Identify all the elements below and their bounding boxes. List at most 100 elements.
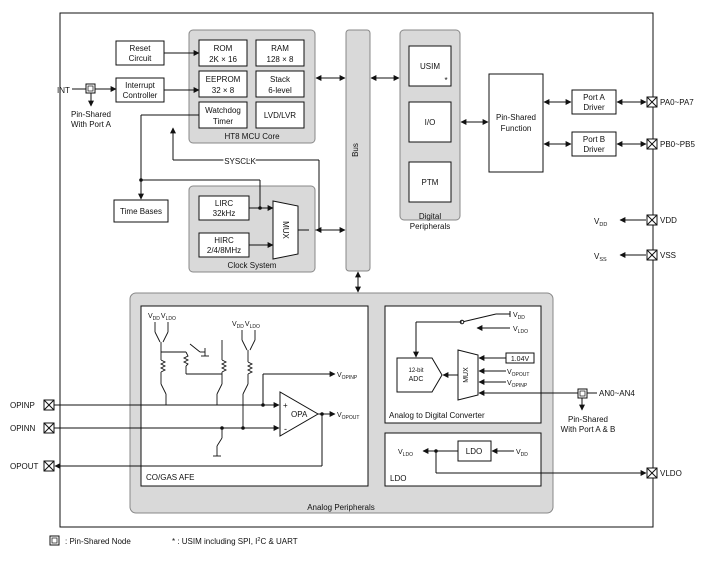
- usim-asterisk: *: [444, 76, 447, 85]
- vdd-supply-label: VDD: [594, 217, 607, 228]
- v-opinp-label: VOPINP: [337, 372, 358, 381]
- int-shared-label-2: With Port A: [71, 120, 112, 129]
- port-b-label-2: Driver: [583, 145, 605, 154]
- adc-mux: [457, 349, 479, 401]
- int-pin-label: INT: [57, 86, 70, 95]
- clock-system-title: Clock System: [228, 261, 277, 270]
- pin-vdd: [646, 214, 658, 226]
- adc-title: Analog to Digital Converter: [389, 411, 485, 420]
- lvd-label: LVD/LVR: [264, 111, 296, 120]
- pin-vss: [646, 249, 658, 261]
- clock-mux: [272, 200, 299, 260]
- hirc-label: HIRC: [214, 236, 234, 245]
- pin-opinp: [43, 399, 55, 411]
- pin-pb: [646, 138, 658, 150]
- interrupt-label-2: Controller: [123, 91, 158, 100]
- adc-mux-label: MUX: [463, 367, 470, 383]
- an-shared-label-2: With Port A & B: [561, 425, 616, 434]
- usim-label: USIM: [420, 62, 440, 71]
- stack-block: [255, 70, 305, 98]
- adc-converter: [396, 357, 443, 393]
- watchdog-label-2: Timer: [213, 117, 233, 126]
- legend-node-icon: [49, 535, 60, 546]
- eeprom-label: EEPROM: [206, 75, 241, 84]
- afe-title: CO/GAS AFE: [146, 473, 194, 482]
- afe-supply-2: VDDVLDO: [232, 321, 260, 330]
- pin-shared-function-block: [488, 73, 544, 173]
- ram-size: 128 × 8: [267, 55, 294, 64]
- reset-block: [115, 40, 165, 66]
- afe-supply-1: VDDVLDO: [148, 313, 176, 322]
- pin-pb-label: PB0~PB5: [660, 140, 695, 149]
- an-pin-node: [577, 388, 588, 399]
- pin-vldo: [646, 467, 658, 479]
- time-bases-label: Time Bases: [120, 207, 162, 216]
- vss-supply-label: VSS: [594, 252, 607, 263]
- clock-mux-label: MUX: [281, 221, 290, 239]
- ldo-vdd-label: VDD: [516, 449, 528, 458]
- opa-minus: -: [284, 424, 287, 434]
- pin-vdd-label: VDD: [660, 216, 677, 225]
- int-shared-label: Pin-Shared: [71, 110, 111, 119]
- int-pin-node: [85, 83, 96, 94]
- ldo-label: LDO: [466, 447, 482, 456]
- opa-label: OPA: [291, 410, 308, 419]
- pin-shared-function-label: Pin-Shared: [496, 113, 536, 122]
- pin-vss-label: VSS: [660, 251, 676, 260]
- pin-pa-label: PA0~PA7: [660, 98, 694, 107]
- ptm-label: PTM: [422, 178, 439, 187]
- hirc-freq: 2/4/8MHz: [207, 246, 241, 255]
- io-block: [408, 101, 452, 143]
- usim-block: [408, 45, 452, 87]
- port-a-label: Port A: [583, 93, 605, 102]
- pin-vldo-label: VLDO: [660, 469, 682, 478]
- sysclk-label: SYSCLK: [224, 157, 256, 166]
- ram-block: [255, 39, 305, 67]
- port-b-driver: [571, 131, 617, 157]
- lirc-block: [198, 195, 250, 221]
- legend-usim-note: * : USIM including SPI, I2C & UART: [172, 537, 298, 546]
- eeprom-block: [198, 70, 248, 98]
- adc-vdd-label: VDD: [513, 312, 525, 321]
- lirc-freq: 32kHz: [213, 209, 236, 218]
- chip-outline: [59, 12, 654, 528]
- pin-pa: [646, 96, 658, 108]
- port-b-label: Port B: [583, 135, 605, 144]
- pin-opinn: [43, 422, 55, 434]
- adc-label-2: ADC: [409, 376, 424, 383]
- bus-label: Bus: [351, 143, 360, 157]
- watchdog-label: Watchdog: [205, 106, 241, 115]
- time-bases-block: [113, 199, 169, 223]
- afe-switch-network: [154, 322, 256, 457]
- rom-size: 2K × 16: [209, 55, 237, 64]
- ptm-block: [408, 161, 452, 203]
- adc-label: 12-bit: [408, 368, 423, 374]
- legend-node-label: : Pin-Shared Node: [65, 537, 131, 546]
- stack-size: 6-level: [268, 86, 292, 95]
- ram-label: RAM: [271, 44, 289, 53]
- ldo-title: LDO: [390, 474, 406, 483]
- lirc-label: LIRC: [215, 199, 233, 208]
- port-a-driver: [571, 89, 617, 115]
- io-label: I/O: [425, 118, 436, 127]
- rom-label: ROM: [214, 44, 233, 53]
- ref-voltage-label: 1.04V: [511, 356, 530, 363]
- eeprom-size: 32 × 8: [212, 86, 235, 95]
- afe-block: [140, 305, 369, 487]
- bus-block: [345, 29, 371, 272]
- opa-amplifier: [279, 391, 319, 437]
- interrupt-label: Interrupt: [125, 81, 156, 90]
- v-opout-label: VOPOUT: [337, 412, 359, 421]
- lvd-block: [255, 101, 305, 129]
- an-pin-label: AN0~AN4: [599, 389, 635, 398]
- digital-title-2: Peripherals: [410, 222, 450, 231]
- port-a-label-2: Driver: [583, 103, 605, 112]
- ldo-vldo-label: VLDO: [398, 449, 413, 458]
- stack-label: Stack: [270, 75, 291, 84]
- an-shared-label: Pin-Shared: [568, 415, 608, 424]
- pin-opinn-label: OPINN: [10, 424, 36, 433]
- adc-in-opinp: VOPINP: [507, 380, 528, 389]
- pin-shared-function-label-2: Function: [501, 124, 532, 133]
- adc-vldo-label: VLDO: [513, 326, 528, 335]
